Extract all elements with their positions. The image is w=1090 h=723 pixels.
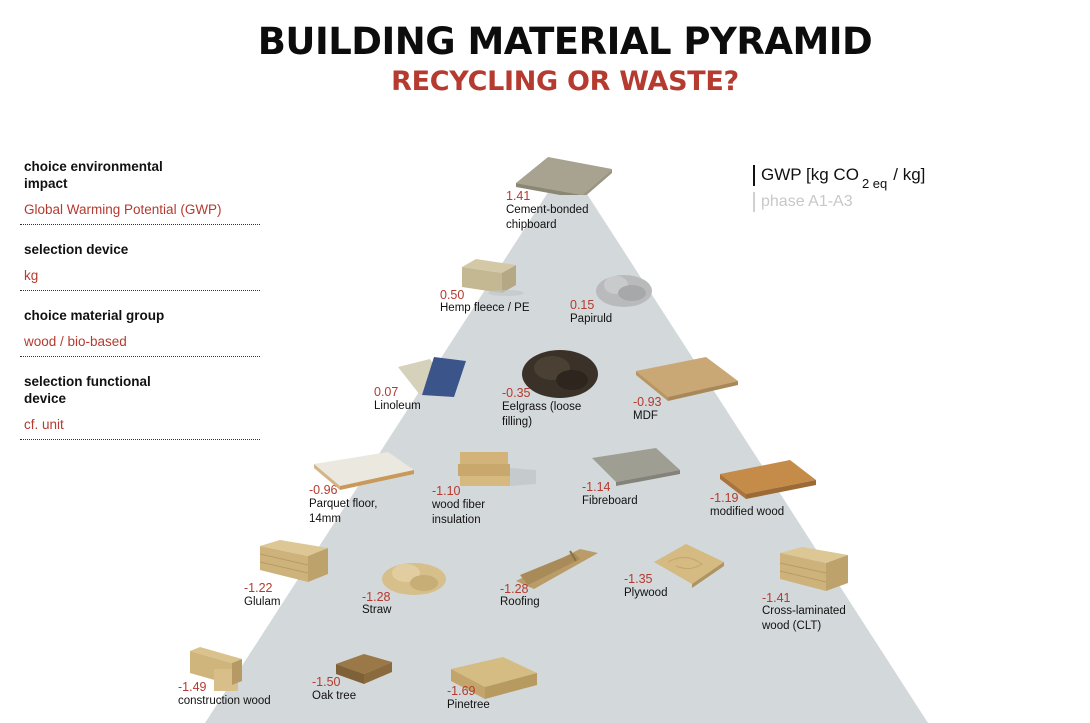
mdf-image-icon [636,357,738,401]
filter-functional-device[interactable]: selection functional device cf. unit [20,373,260,440]
material-modified-wood[interactable]: -1.19 modified wood [708,456,818,526]
material-name: wood fiber [432,499,486,511]
gwp-value: -1.69 [447,684,476,698]
gwp-value: 0.15 [570,298,595,312]
metric-subscript: 2 eq [861,176,888,191]
metric-suffix: / kg] [893,165,926,184]
phase-label: phase A1-A3 [753,192,925,212]
material-parquet-floor[interactable]: -0.96 Parquet floor, 14mm [306,448,416,528]
metric-prefix: GWP [kg CO [761,165,859,184]
material-name: Cross-laminated [762,605,846,617]
chipboard-image-icon [516,157,612,195]
filter-value[interactable]: cf. unit [24,417,64,432]
material-name: Cement-bonded [506,204,589,216]
material-name: Hemp fleece / PE [440,302,530,314]
material-pinetree[interactable]: -1.69 Pinetree [445,655,545,715]
material-name: Pinetree [447,699,490,711]
gwp-value: -1.35 [624,572,653,586]
material-name: Fibreboard [582,495,638,507]
gwp-value: -1.28 [500,582,529,596]
gwp-value: -1.22 [244,581,273,595]
gwp-value: -1.50 [312,675,341,689]
gwp-value: -1.28 [362,590,391,604]
material-papiruld[interactable]: 0.15 Papiruld [568,265,668,327]
material-clt[interactable]: -1.41 Cross-laminated wood (CLT) [760,545,870,632]
filter-selection-device[interactable]: selection device kg [20,241,260,291]
parquet-floor-image-icon [314,452,414,490]
roofing-image-icon [516,549,598,589]
filter-value[interactable]: kg [24,268,39,283]
filter-sidebar: choice environmental impact Global Warmi… [20,158,260,456]
construction-wood-image-icon [190,647,242,691]
material-name: Parquet floor, [309,498,378,510]
material-name-line2: insulation [432,514,481,526]
filter-value[interactable]: Global Warming Potential (GWP) [24,202,222,217]
material-glulam[interactable]: -1.22 Glulam [242,538,342,613]
gwp-value: -0.96 [309,483,338,497]
filter-material-group[interactable]: choice material group wood / bio-based [20,307,260,357]
material-straw[interactable]: -1.28 Straw [360,555,460,620]
gwp-value: -1.19 [710,491,739,505]
material-name: Glulam [244,596,281,608]
gwp-value: -0.93 [633,395,662,409]
wood-fiber-insulation-image-icon [458,452,536,486]
material-wood-fiber-insulation[interactable]: -1.10 wood fiber insulation [430,448,540,528]
glulam-image-icon [259,540,328,582]
filter-label: selection functional device [24,374,151,406]
material-construction-wood[interactable]: -1.49 construction wood [176,645,286,710]
material-hemp-fleece[interactable]: 0.50 Hemp fleece / PE [438,255,548,320]
gwp-value: 0.50 [440,288,465,302]
filter-label: selection device [24,242,129,257]
filter-environmental-impact[interactable]: choice environmental impact Global Warmi… [20,158,260,225]
material-name: Papiruld [570,313,613,325]
material-name: modified wood [710,506,785,518]
material-name: Linoleum [374,400,421,412]
material-name: Plywood [624,587,668,599]
material-plywood[interactable]: -1.35 Plywood [622,542,732,604]
page-title: BUILDING MATERIAL PYRAMID [257,20,873,63]
gwp-value: -1.49 [178,680,207,694]
modified-wood-image-icon [720,460,816,499]
material-cement-bonded-chipboard[interactable]: 1.41 Cement-bonded chipboard [500,155,620,235]
hemp-fleece-image-icon [462,259,524,296]
filter-value[interactable]: wood / bio-based [24,334,127,349]
fibreboard-image-icon [592,448,680,486]
material-linoleum[interactable]: 0.07 Linoleum [372,355,482,415]
filter-label: choice material group [24,308,165,323]
material-fibreboard[interactable]: -1.14 Fibreboard [580,444,690,514]
material-name: construction wood [178,695,271,707]
material-eelgrass[interactable]: -0.35 Eelgrass (loose filling) [500,344,610,429]
gwp-value: -1.41 [762,591,791,605]
material-mdf[interactable]: -0.93 MDF [630,355,740,425]
papiruld-image-icon [596,275,652,307]
filter-label: choice environmental impact [24,159,163,191]
gwp-value: 1.41 [506,189,531,203]
clt-image-icon [779,547,848,591]
plywood-image-icon [654,544,724,588]
material-name: Roofing [500,596,540,608]
gwp-value: -1.10 [432,484,461,498]
page-subtitle: RECYCLING OR WASTE? [391,66,739,97]
gwp-value: -1.14 [582,480,611,494]
pinetree-image-icon [451,657,537,699]
gwp-value: 0.07 [374,385,399,399]
material-name-line2: wood (CLT) [762,620,822,632]
material-name: MDF [633,410,658,422]
material-name-line2: filling) [502,416,533,428]
material-roofing[interactable]: -1.28 Roofing [498,545,608,610]
material-name-line2: 14mm [309,513,341,525]
gwp-value: -0.35 [502,386,531,400]
material-name: Eelgrass (loose [502,401,582,413]
oak-tree-image-icon [336,654,392,684]
straw-image-icon [382,563,446,595]
material-name: Straw [362,604,392,616]
linoleum-image-icon [398,357,466,397]
material-name-line2: chipboard [506,219,557,231]
material-oak-tree[interactable]: -1.50 Oak tree [310,650,410,705]
eelgrass-image-icon [522,350,598,398]
material-name: Oak tree [312,690,357,702]
